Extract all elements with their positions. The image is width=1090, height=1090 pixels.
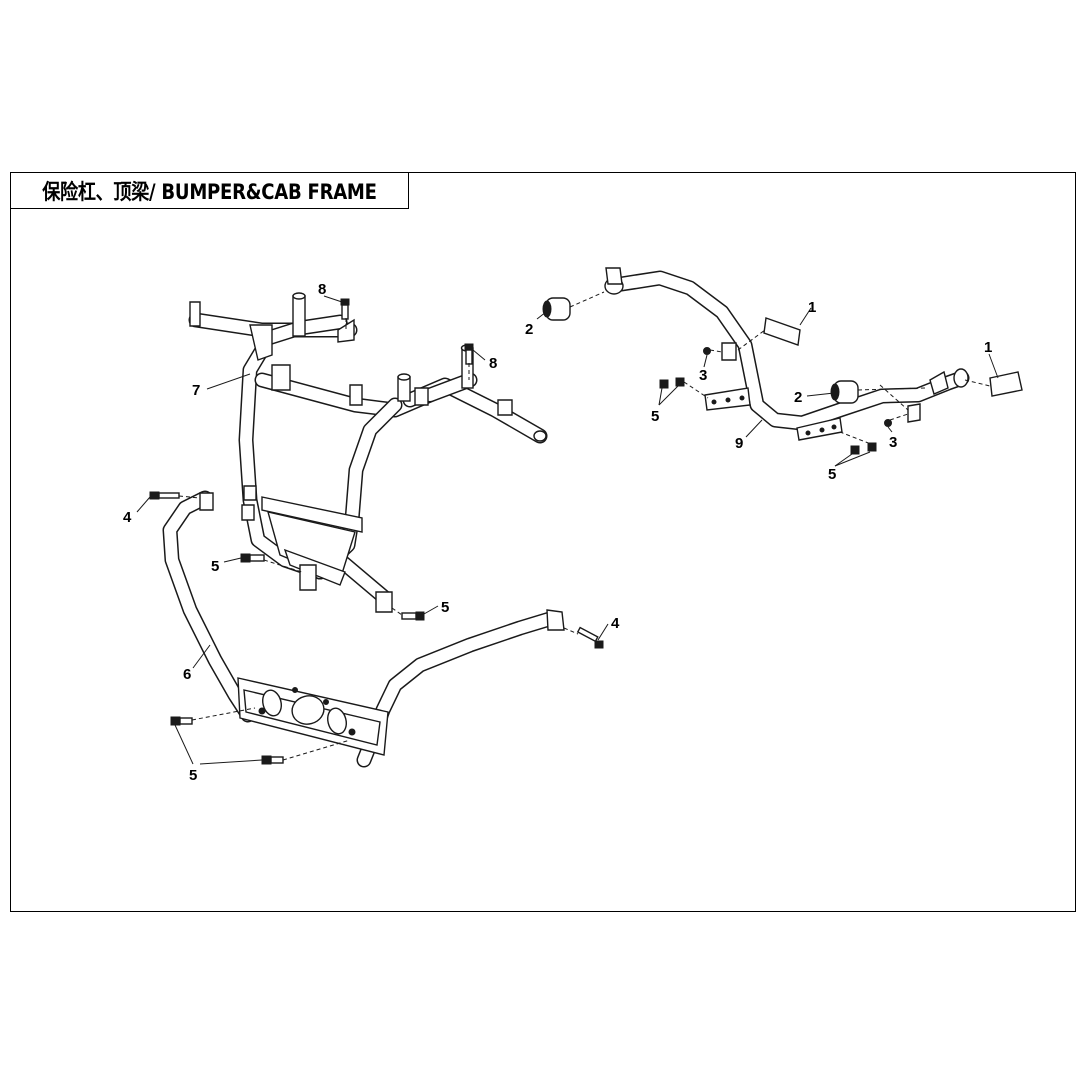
callout-7: 7: [192, 382, 200, 399]
bolt-part-5-rear-right: [850, 442, 877, 455]
bolt-part-5-bumper-lower: [261, 755, 284, 765]
bushing-part-2b: [830, 380, 859, 404]
bolt-part-5-cab-left: [240, 553, 265, 563]
bushing-part-2a: [542, 297, 571, 321]
callout-5: 5: [211, 558, 219, 575]
nut-part-3b: [884, 419, 892, 427]
bolt-part-5-rear-left: [659, 377, 685, 389]
bolt-part-4b: [576, 626, 604, 649]
callout-8: 8: [489, 355, 497, 372]
callout-6: 6: [183, 666, 191, 683]
leader-lines: [136, 295, 999, 765]
callout-1: 1: [808, 299, 816, 316]
callout-9: 9: [735, 435, 743, 452]
callout-labels: 1 1 2 2 3 3 4 4 5 5 5 5 5 6 7 8 8 9: [123, 281, 992, 784]
callout-3: 3: [889, 434, 897, 451]
callout-8: 8: [318, 281, 326, 298]
bolt-part-5-cab-right: [401, 611, 425, 621]
bolt-part-5-bumper-upper: [170, 716, 193, 726]
callout-1: 1: [984, 339, 992, 356]
bumper-part-6: [162, 490, 565, 768]
callout-5: 5: [441, 599, 449, 616]
page-title: 保险杠、顶梁/ BUMPER&CAB FRAME: [42, 179, 377, 204]
bolt-part-8a: [340, 298, 350, 320]
callout-2: 2: [794, 389, 802, 406]
cab-frame-part-7: [188, 292, 548, 613]
callout-2: 2: [525, 321, 533, 338]
pad-part-1a: [763, 317, 801, 346]
callout-4: 4: [123, 509, 132, 526]
nut-part-3a: [703, 347, 711, 355]
callout-5: 5: [189, 767, 197, 784]
rear-frame-part-9: [604, 267, 970, 441]
dashed-assembly-lines: [178, 291, 991, 761]
callout-5: 5: [828, 466, 836, 483]
bolt-part-8b: [464, 343, 474, 365]
callout-3: 3: [699, 367, 707, 384]
callout-5: 5: [651, 408, 659, 425]
title-box: 保险杠、顶梁/ BUMPER&CAB FRAME: [10, 172, 409, 209]
callout-4: 4: [611, 615, 620, 632]
pad-part-1b: [989, 371, 1023, 397]
bolt-part-4a: [149, 491, 180, 500]
drawing-frame: [10, 172, 1076, 912]
